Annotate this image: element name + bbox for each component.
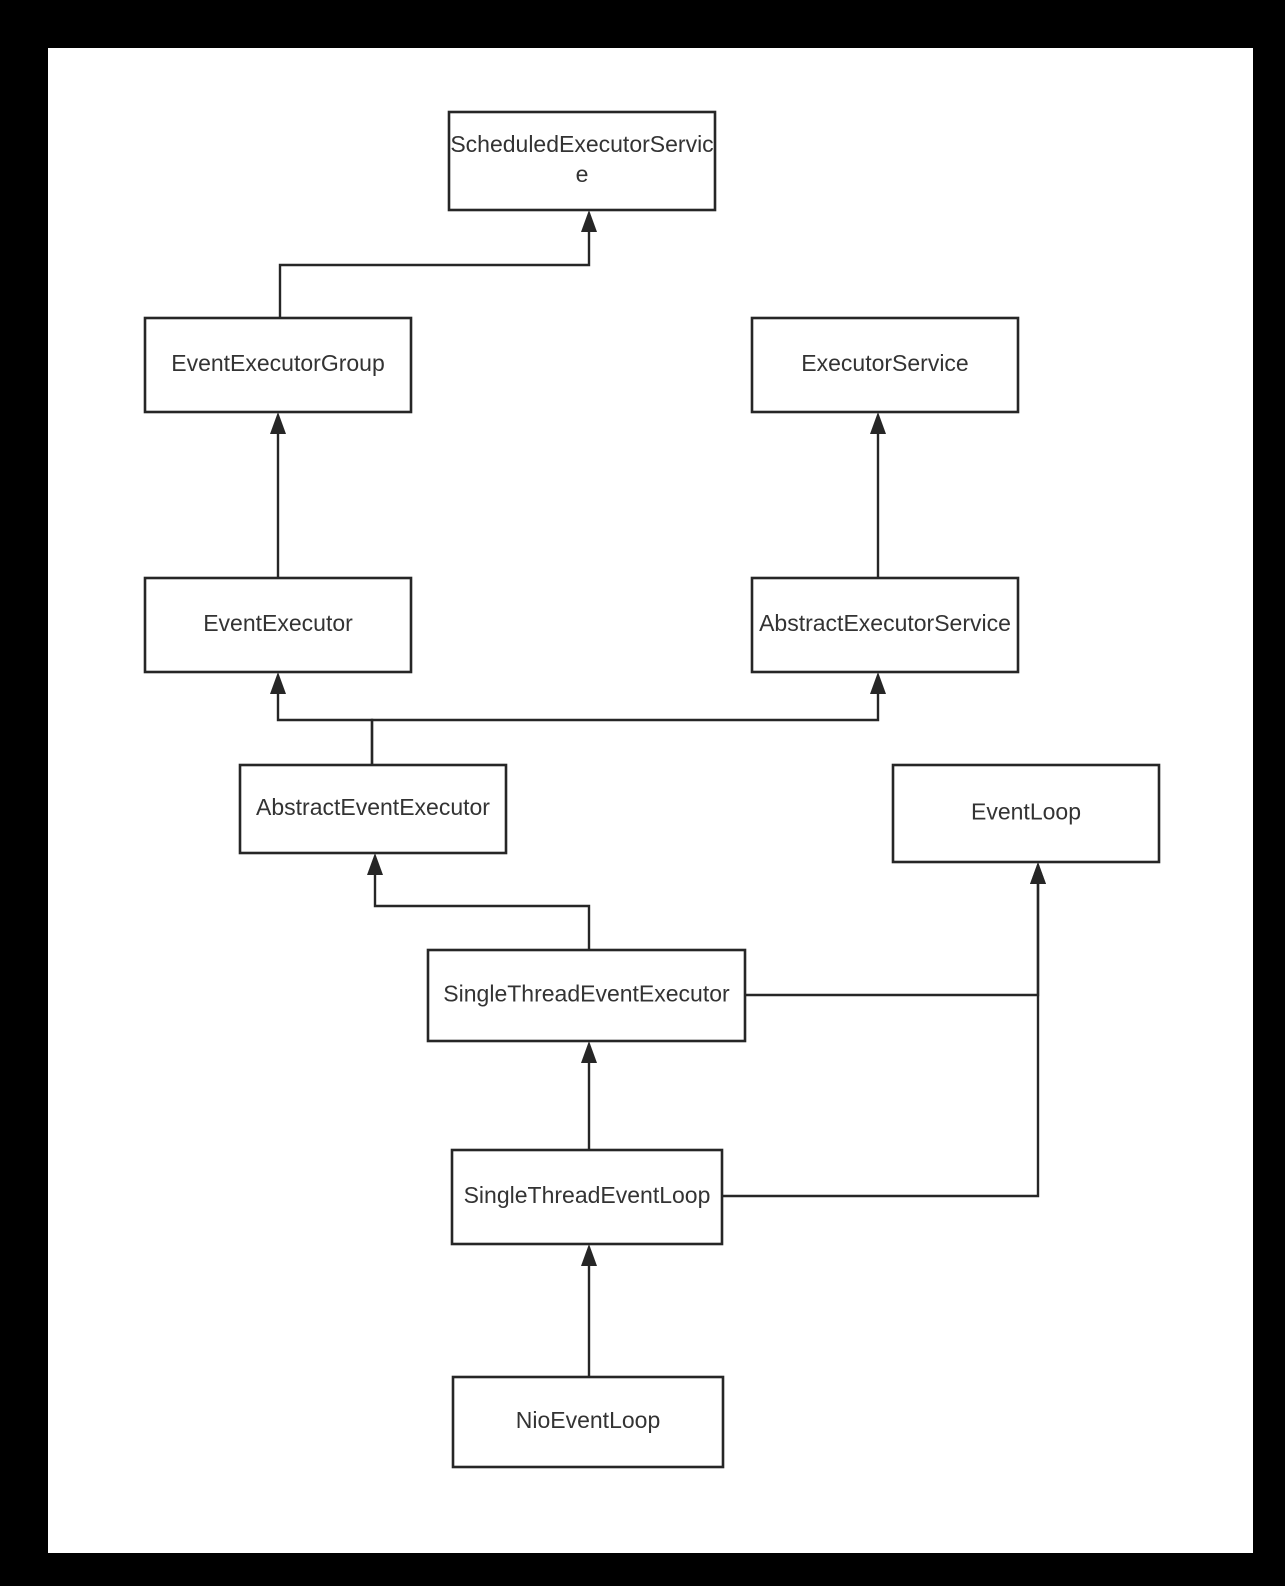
node-box[interactable]	[143, 316, 413, 414]
class-node-executor-service[interactable]: ExecutorService	[750, 316, 1020, 414]
edge-single-thread-event-executor-to-event-loop	[745, 862, 1046, 997]
edge-event-executor-group-to-scheduled-executor-service	[278, 210, 597, 318]
arrowhead-icon	[1030, 862, 1046, 884]
edge-line	[370, 686, 880, 765]
class-node-single-thread-event-loop[interactable]: SingleThreadEventLoop	[450, 1148, 724, 1246]
edge-single-thread-event-executor-to-abstract-event-executor	[367, 853, 591, 950]
node-label: SingleThreadEventExecutor	[443, 981, 730, 1007]
node-label: SingleThreadEventLoop	[464, 1182, 711, 1208]
class-node-event-executor[interactable]: EventExecutor	[143, 576, 413, 674]
node-label: EventLoop	[971, 799, 1081, 825]
arrowhead-icon	[870, 672, 886, 694]
edge-abstract-event-executor-to-abstract-executor-service	[370, 672, 886, 765]
node-label: ExecutorService	[801, 350, 968, 376]
edge-line	[373, 867, 591, 950]
node-box[interactable]	[426, 948, 747, 1043]
node-box[interactable]	[238, 763, 508, 855]
arrowhead-icon	[367, 853, 383, 875]
node-label: EventExecutorGroup	[171, 350, 385, 376]
edge-nio-event-loop-to-single-thread-event-loop	[581, 1244, 597, 1377]
edge-event-executor-to-event-executor-group	[270, 412, 286, 578]
class-node-event-executor-group[interactable]: EventExecutorGroup	[143, 316, 413, 414]
node-label: EventExecutor	[203, 610, 353, 636]
node-label: NioEventLoop	[516, 1407, 661, 1433]
class-node-single-thread-event-executor[interactable]: SingleThreadEventExecutor	[426, 948, 747, 1043]
edge-abstract-executor-service-to-executor-service	[870, 412, 886, 578]
node-box[interactable]	[143, 576, 413, 674]
class-node-nio-event-loop[interactable]: NioEventLoop	[451, 1375, 725, 1469]
class-node-event-loop[interactable]: EventLoop	[891, 763, 1161, 864]
arrowhead-icon	[581, 1244, 597, 1266]
node-box[interactable]	[451, 1375, 725, 1469]
node-box[interactable]	[750, 576, 1020, 674]
arrowhead-icon	[270, 672, 286, 694]
arrowhead-icon	[581, 210, 597, 232]
class-node-abstract-event-executor[interactable]: AbstractEventExecutor	[238, 763, 508, 855]
node-label: AbstractExecutorService	[759, 610, 1011, 636]
node-box[interactable]	[891, 763, 1161, 864]
edge-line	[722, 876, 1040, 1198]
node-box[interactable]	[450, 1148, 724, 1246]
arrowhead-icon	[581, 1041, 597, 1063]
node-box[interactable]	[750, 316, 1020, 414]
node-box[interactable]	[447, 110, 717, 212]
arrowhead-icon	[870, 412, 886, 434]
edge-line	[276, 686, 374, 765]
edge-line	[278, 224, 591, 318]
edge-line	[745, 876, 1040, 997]
edge-abstract-event-executor-to-event-executor	[270, 672, 374, 765]
node-label: AbstractEventExecutor	[256, 794, 490, 820]
edge-single-thread-event-loop-to-single-thread-event-executor	[581, 1041, 597, 1150]
edge-single-thread-event-loop-to-event-loop	[722, 862, 1046, 1198]
edges-layer	[270, 210, 1046, 1377]
class-node-abstract-executor-service[interactable]: AbstractExecutorService	[750, 576, 1020, 674]
arrowhead-icon	[270, 412, 286, 434]
